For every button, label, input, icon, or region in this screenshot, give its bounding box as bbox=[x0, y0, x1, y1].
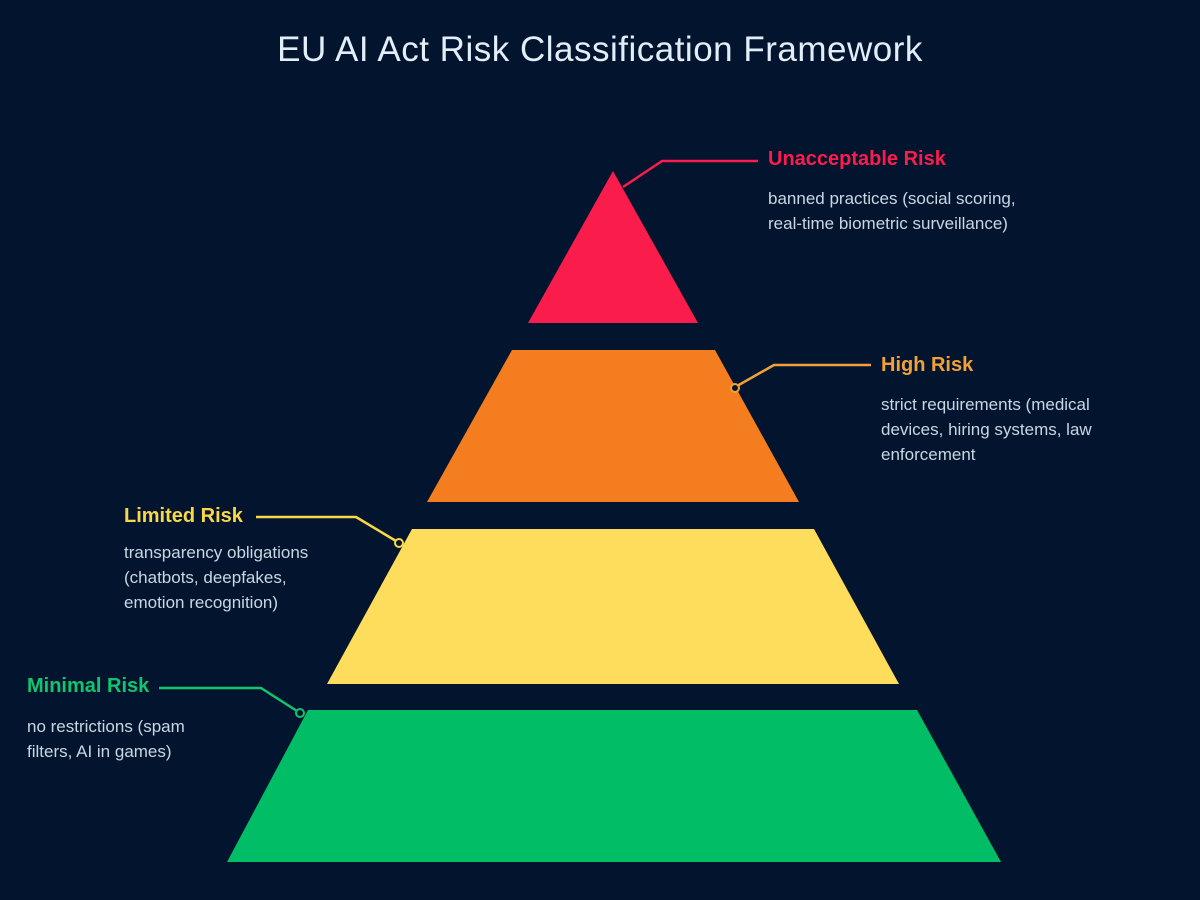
description-unacceptable-risk: banned practices (social scoring, real-t… bbox=[768, 186, 1016, 236]
label-unacceptable-risk: Unacceptable Risk bbox=[768, 148, 946, 170]
connector-unacceptable-risk bbox=[622, 159, 758, 189]
description-minimal-risk: no restrictions (spam filters, AI in gam… bbox=[27, 714, 185, 764]
description-line: real-time biometric surveillance) bbox=[768, 214, 1008, 233]
connector-minimal-risk bbox=[159, 686, 298, 713]
label-minimal-risk: Minimal Risk bbox=[27, 675, 150, 697]
connector-dot-limited-risk bbox=[394, 538, 404, 548]
description-line: no restrictions (spam bbox=[27, 717, 185, 736]
description-limited-risk: transparency obligations (chatbots, deep… bbox=[124, 540, 308, 615]
description-line: transparency obligations bbox=[124, 543, 309, 562]
pyramid-level-unacceptable-risk bbox=[528, 171, 698, 323]
description-line: strict requirements (medical bbox=[881, 395, 1090, 414]
pyramid-level-high-risk bbox=[427, 350, 799, 502]
description-line: filters, AI in games) bbox=[27, 742, 172, 761]
page-title: EU AI Act Risk Classification Framework bbox=[277, 30, 923, 69]
connector-dot-minimal-risk bbox=[295, 708, 305, 718]
description-line: banned practices (social scoring, bbox=[768, 189, 1016, 208]
label-limited-risk: Limited Risk bbox=[124, 505, 243, 527]
label-high-risk: High Risk bbox=[881, 354, 974, 376]
connector-limited-risk bbox=[256, 515, 397, 543]
description-high-risk: strict requirements (medical devices, hi… bbox=[881, 392, 1092, 467]
description-line: devices, hiring systems, law bbox=[881, 420, 1092, 439]
pyramid-level-limited-risk bbox=[327, 529, 899, 684]
description-line: enforcement bbox=[881, 445, 976, 464]
connector-dot-high-risk bbox=[730, 383, 740, 393]
description-line: (chatbots, deepfakes, bbox=[124, 568, 287, 587]
description-line: emotion recognition) bbox=[124, 593, 279, 612]
connector-high-risk bbox=[736, 363, 871, 388]
pyramid-level-minimal-risk bbox=[227, 710, 1001, 862]
